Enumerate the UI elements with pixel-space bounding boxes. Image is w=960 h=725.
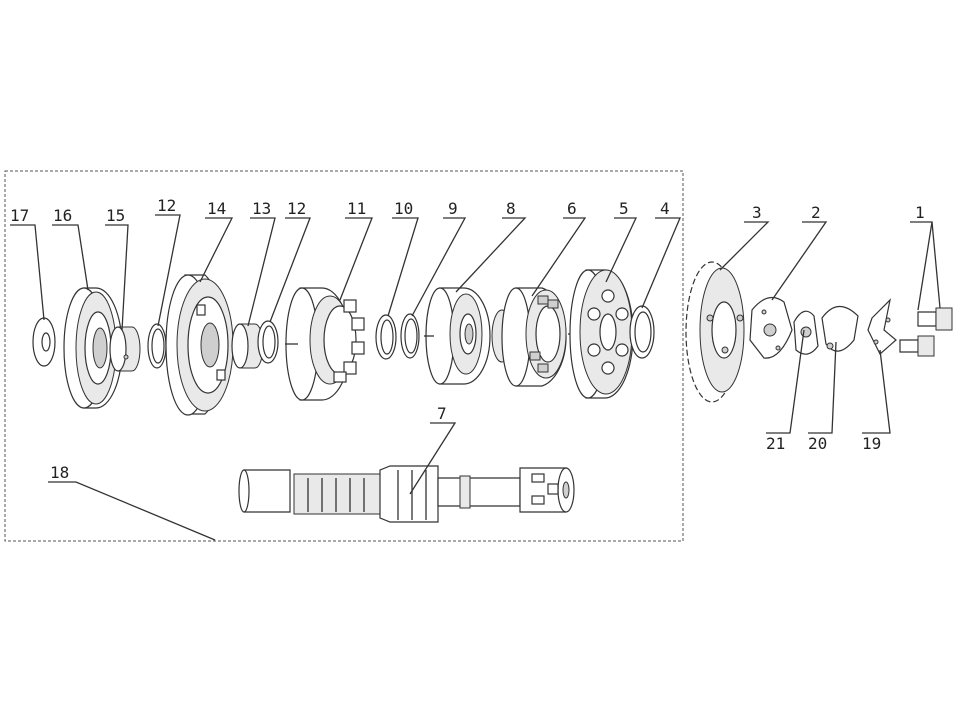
part-2-lock-plate [749, 296, 793, 359]
part-12-ring-a [147, 323, 167, 369]
part-12-ring-b [257, 320, 279, 364]
label-11: 11 [347, 199, 366, 218]
label-4: 4 [660, 199, 670, 218]
label-16: 16 [53, 206, 72, 225]
label-3: 3 [752, 203, 762, 222]
part-13-bushing [231, 323, 264, 369]
part-6-slotted-gear [491, 287, 580, 387]
part-15-bushing [109, 326, 141, 372]
part-16-bearing [63, 287, 123, 409]
part-9-ring [400, 313, 420, 359]
label-21: 21 [766, 434, 785, 453]
assembly-boundary [4, 170, 684, 542]
label-12a: 12 [157, 196, 176, 215]
part-7-main-shaft [238, 465, 575, 523]
part-5-plate-gear [569, 269, 634, 399]
label-18: 18 [50, 463, 69, 482]
part-20-retainer [821, 305, 859, 352]
part-4-ring [629, 305, 655, 359]
leader-lines [10, 214, 941, 541]
label-14: 14 [207, 199, 226, 218]
part-10-ring [375, 314, 397, 360]
label-13: 13 [252, 199, 271, 218]
part-19-clip [867, 298, 897, 355]
label-7: 7 [437, 404, 447, 423]
label-5: 5 [619, 199, 629, 218]
label-8: 8 [506, 199, 516, 218]
part-14-gear [165, 274, 234, 416]
label-9: 9 [448, 199, 458, 218]
label-19: 19 [862, 434, 881, 453]
label-2: 2 [811, 203, 821, 222]
callout-labels: 17 16 15 12 14 13 12 11 10 9 8 6 5 4 3 2… [10, 196, 925, 482]
label-20: 20 [808, 434, 827, 453]
part-17-washer [32, 317, 56, 367]
part-8-gear [424, 287, 491, 385]
label-12b: 12 [287, 199, 306, 218]
label-10: 10 [394, 199, 413, 218]
part-1-bolts [899, 307, 953, 357]
label-17: 17 [10, 206, 29, 225]
part-11-dog-gear [285, 287, 365, 401]
part-3-sprocket [685, 261, 745, 403]
label-15: 15 [106, 206, 125, 225]
label-6: 6 [567, 199, 577, 218]
label-1: 1 [915, 203, 925, 222]
part-21-plate [793, 310, 819, 355]
